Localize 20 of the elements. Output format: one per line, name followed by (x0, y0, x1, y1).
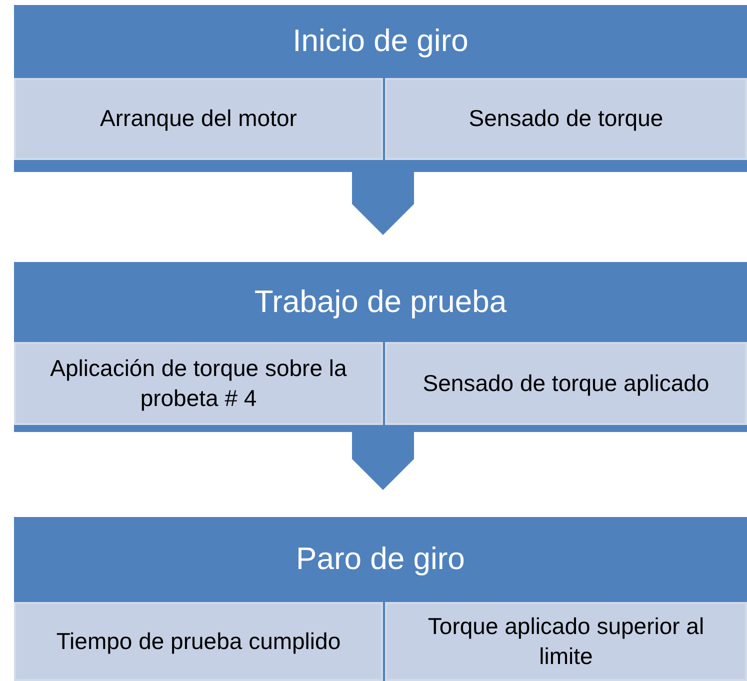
stage-band (14, 262, 747, 432)
task-text: Arranque del motor (100, 104, 297, 134)
stage-band (14, 5, 747, 172)
block-arrow (352, 172, 414, 235)
task-box (385, 78, 747, 160)
stage-band (14, 517, 747, 681)
task-text: Torque aplicado superior al limite (426, 612, 706, 670)
block-arrow (352, 432, 414, 490)
task-text: Sensado de torque aplicado (422, 368, 710, 398)
task-text: Tiempo de prueba cumplido (56, 626, 341, 656)
task-box (14, 602, 383, 681)
task-box (385, 602, 747, 681)
task-box (14, 78, 383, 160)
stage-title: Trabajo de prueba (254, 282, 507, 321)
task-text: Aplicación de torque sobre la probeta # 4 (49, 354, 348, 413)
task-box (14, 342, 383, 425)
stage-title: Paro de giro (296, 540, 465, 578)
task-text: Sensado de torque (468, 104, 664, 134)
task-box (385, 342, 747, 425)
stage-title: Inicio de giro (292, 22, 468, 60)
